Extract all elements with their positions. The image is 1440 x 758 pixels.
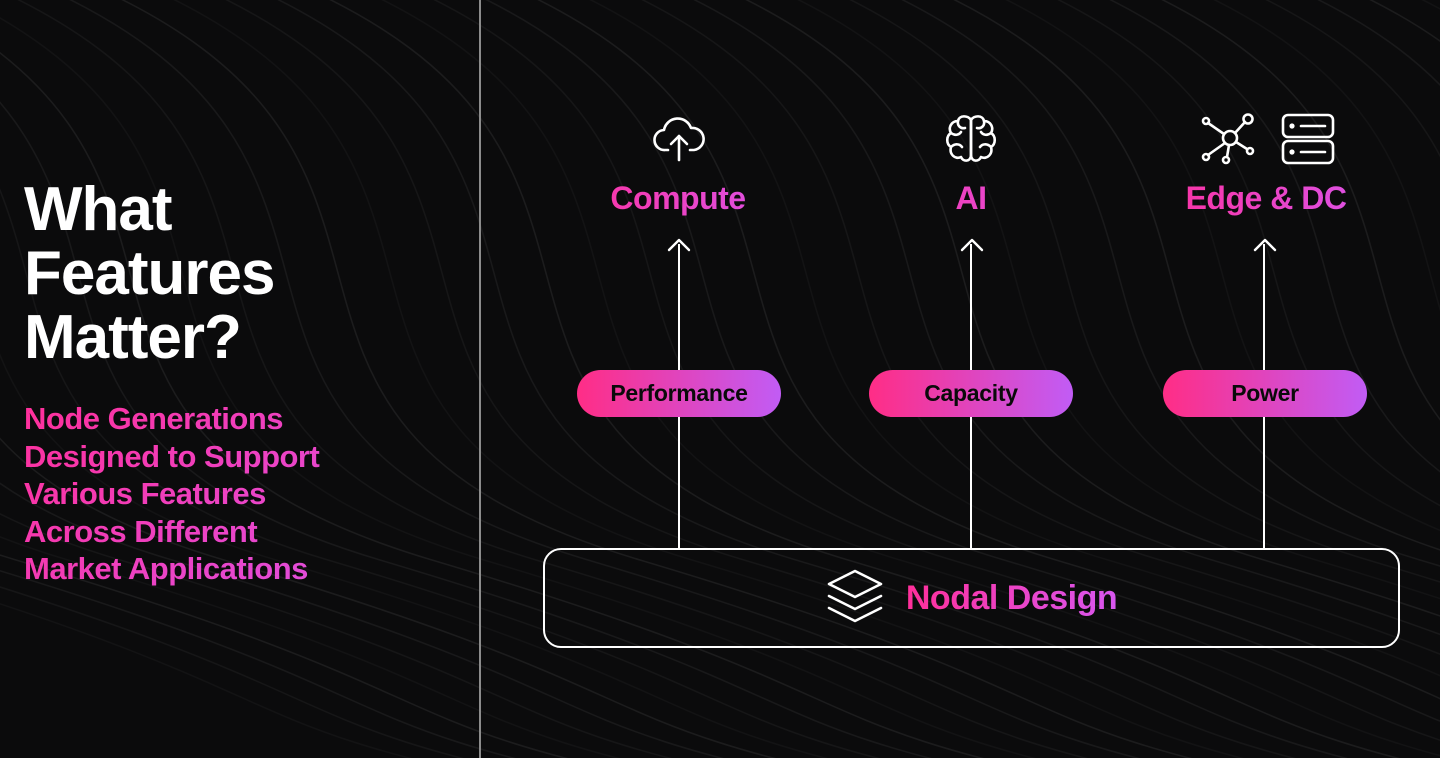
category-edge-dc: Edge & DC [1136, 180, 1396, 217]
nodal-design-label: Nodal Design [905, 578, 1118, 617]
network-hub-icon [1200, 111, 1256, 170]
nodal-design-box: Nodal Design [543, 548, 1400, 648]
arrow-head-compute [667, 238, 691, 252]
subheadline: Node Generations Designed to Support Var… [24, 400, 464, 588]
category-compute: Compute [548, 180, 808, 217]
headline: What Features Matter? [24, 175, 275, 372]
attribute-pill-performance: Performance [577, 370, 781, 417]
cloud-upload-icon [652, 116, 706, 167]
attribute-pill-capacity: Capacity [869, 370, 1073, 417]
arrow-head-ai [960, 238, 984, 252]
attribute-pill-power: Power [1163, 370, 1367, 417]
layers-icon [826, 568, 884, 629]
brain-icon [943, 112, 999, 169]
vertical-divider [479, 0, 481, 758]
arrow-head-edge-dc [1253, 238, 1277, 252]
intro-panel: What Features Matter? Node Generations D… [24, 178, 464, 588]
category-ai: AI [841, 180, 1101, 217]
server-rack-icon [1281, 113, 1335, 170]
